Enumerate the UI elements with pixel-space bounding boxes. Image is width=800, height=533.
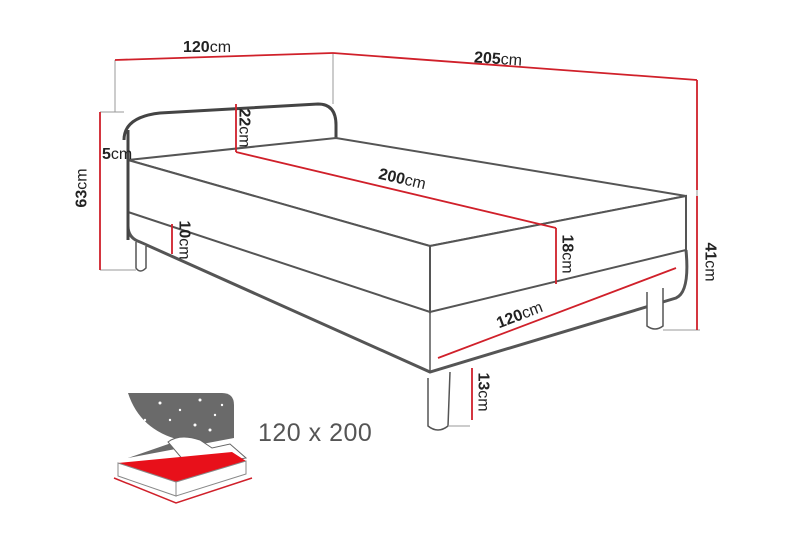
total-height-label: 63cm (73, 168, 91, 208)
headboard-width-label: 120cm (183, 39, 232, 56)
bed-height-label: 41cm (701, 242, 719, 282)
bed-size-text: 120 x 200 (258, 419, 373, 447)
mattress-height-label: 18cm (558, 234, 576, 274)
leg-height-label: 13cm (474, 372, 492, 412)
total-length-label: 205cm (473, 49, 523, 70)
base-height-label: 10cm (175, 220, 193, 260)
bed-size-icon (113, 393, 253, 504)
headboard-above-mattress-label: 22cm (235, 108, 253, 148)
headboard-thickness-label: 5cm (102, 146, 133, 163)
